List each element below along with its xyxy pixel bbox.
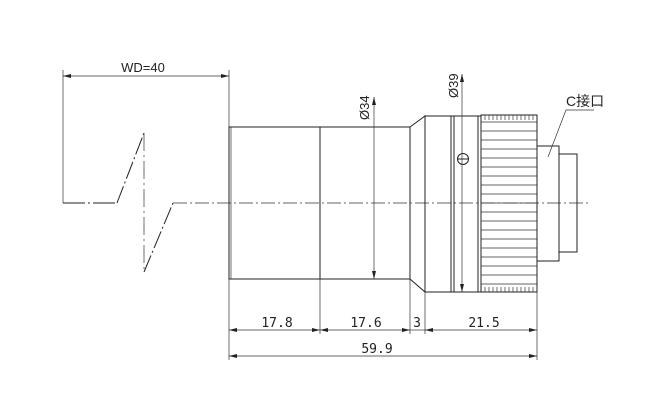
diameter-34-dimension: Ø34 <box>357 95 376 279</box>
dim-ring-knurl: 21.5 <box>468 316 499 331</box>
knurl-lines <box>481 115 537 292</box>
diameter-39-dimension: Ø39 <box>446 73 464 292</box>
mount-callout: C接口 <box>547 93 604 158</box>
working-distance-dimension: WD=40 <box>62 60 230 203</box>
c-mount-thread <box>558 153 578 253</box>
diameter-39-label: Ø39 <box>446 73 461 98</box>
diameter-34-label: Ø34 <box>357 95 372 120</box>
focus-ring <box>424 115 482 293</box>
dim-taper: 3 <box>413 316 421 331</box>
mount-label: C接口 <box>566 93 604 109</box>
wd-label: WD=40 <box>121 60 165 75</box>
taper-section <box>409 115 426 294</box>
knurled-ring <box>480 114 538 293</box>
c-mount-flange <box>536 145 560 262</box>
object-break-symbol <box>63 132 174 273</box>
dim-total-length: 59.9 <box>361 342 392 357</box>
length-dimensions: 17.8 17.6 3 21.5 59.9 <box>228 279 538 360</box>
lens-body <box>228 114 578 294</box>
dim-mid-barrel: 17.6 <box>350 316 381 331</box>
dim-front-barrel: 17.8 <box>261 316 292 331</box>
